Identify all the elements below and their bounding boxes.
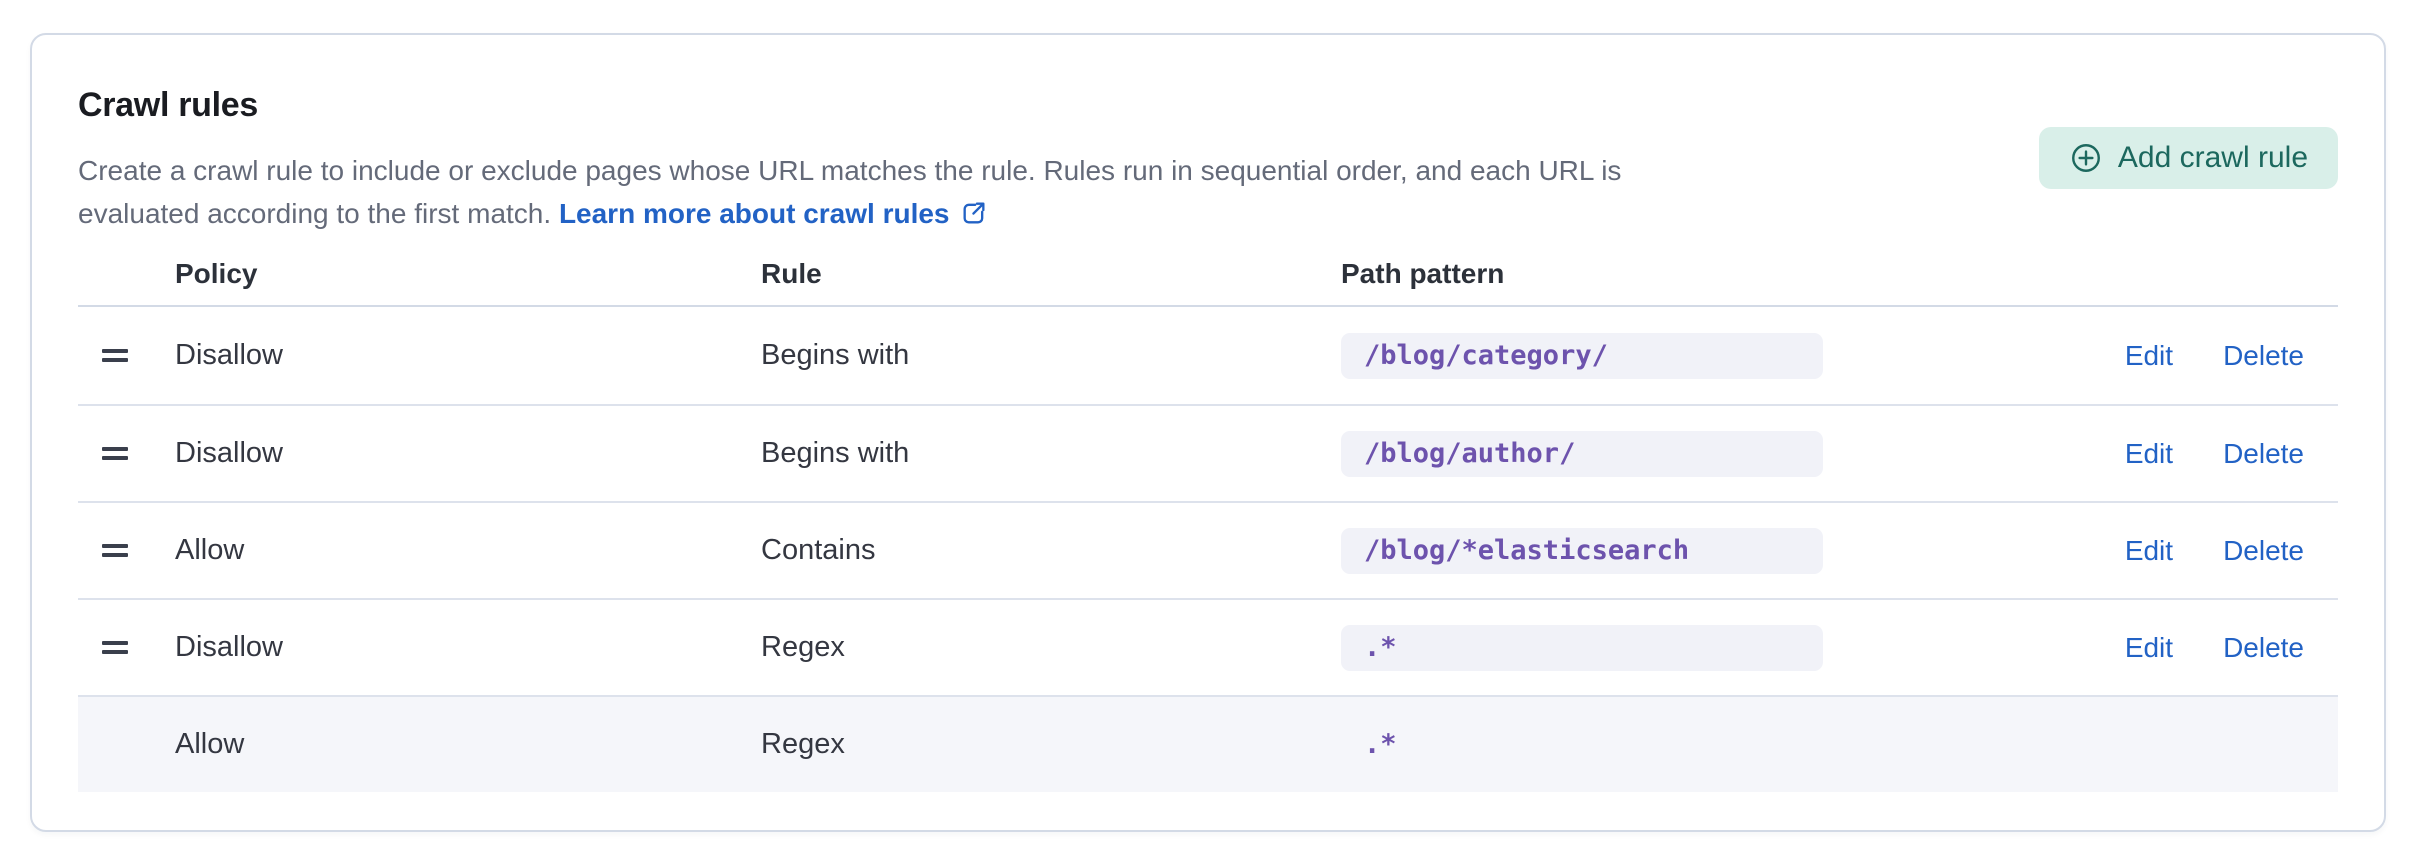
drag-handle-cell: [78, 544, 175, 557]
header-rule: Rule: [761, 258, 1341, 290]
page-title: Crawl rules: [78, 83, 2338, 127]
add-crawl-rule-label: Add crawl rule: [2118, 141, 2308, 175]
description-line-2: evaluated according to the first match.: [78, 198, 551, 229]
learn-more-label: Learn more about crawl rules: [559, 198, 950, 229]
path-pattern-value: .*: [1341, 722, 1823, 768]
policy-cell: Disallow: [175, 339, 761, 372]
rule-cell: Contains: [761, 534, 1341, 567]
rule-cell: Begins with: [761, 339, 1341, 372]
drag-handle-icon[interactable]: [102, 447, 128, 460]
path-pattern-cell: /blog/*elasticsearch: [1341, 528, 2098, 574]
panel-header: Crawl rules Create a crawl rule to inclu…: [78, 83, 2338, 239]
table-row: Disallow Begins with /blog/category/ Edi…: [78, 307, 2338, 404]
table-body: Disallow Begins with /blog/category/ Edi…: [78, 307, 2338, 792]
edit-link[interactable]: Edit: [2125, 632, 2173, 664]
rule-cell: Regex: [761, 728, 1341, 761]
learn-more-link[interactable]: Learn more about crawl rules: [559, 198, 988, 229]
crawl-rules-table: Policy Rule Path pattern Disallow Begins…: [78, 240, 2338, 792]
actions-cell: Edit Delete: [2098, 632, 2338, 664]
rule-cell: Begins with: [761, 437, 1341, 470]
path-pattern-cell: .*: [1341, 625, 2098, 671]
table-row: Allow Regex .*: [78, 695, 2338, 792]
path-pattern-value: /blog/category/: [1341, 333, 1823, 379]
delete-link[interactable]: Delete: [2223, 632, 2304, 664]
table-row: Disallow Regex .* Edit Delete: [78, 598, 2338, 695]
policy-cell: Disallow: [175, 437, 761, 470]
edit-link[interactable]: Edit: [2125, 340, 2173, 372]
path-pattern-cell: .*: [1341, 722, 2098, 768]
table-header-row: Policy Rule Path pattern: [78, 240, 2338, 307]
path-pattern-cell: /blog/author/: [1341, 431, 2098, 477]
drag-handle-cell: [78, 641, 175, 654]
drag-handle-icon[interactable]: [102, 349, 128, 362]
edit-link[interactable]: Edit: [2125, 438, 2173, 470]
drag-handle-icon[interactable]: [102, 544, 128, 557]
policy-cell: Allow: [175, 534, 761, 567]
plus-circle-icon: [2069, 141, 2103, 175]
actions-cell: Edit Delete: [2098, 535, 2338, 567]
panel-description: Create a crawl rule to include or exclud…: [78, 149, 1798, 239]
path-pattern-cell: /blog/category/: [1341, 333, 2098, 379]
drag-handle-cell: [78, 349, 175, 362]
header-policy: Policy: [175, 258, 761, 290]
policy-cell: Allow: [175, 728, 761, 761]
delete-link[interactable]: Delete: [2223, 438, 2304, 470]
delete-link[interactable]: Delete: [2223, 340, 2304, 372]
delete-link[interactable]: Delete: [2223, 535, 2304, 567]
description-line-1: Create a crawl rule to include or exclud…: [78, 155, 1621, 186]
drag-handle-icon[interactable]: [102, 641, 128, 654]
drag-handle-cell: [78, 447, 175, 460]
add-crawl-rule-button[interactable]: Add crawl rule: [2039, 127, 2338, 189]
policy-cell: Disallow: [175, 631, 761, 664]
edit-link[interactable]: Edit: [2125, 535, 2173, 567]
crawl-rules-panel: Crawl rules Create a crawl rule to inclu…: [30, 33, 2386, 832]
path-pattern-value: /blog/author/: [1341, 431, 1823, 477]
path-pattern-value: .*: [1341, 625, 1823, 671]
actions-cell: Edit Delete: [2098, 438, 2338, 470]
path-pattern-value: /blog/*elasticsearch: [1341, 528, 1823, 574]
table-row: Disallow Begins with /blog/author/ Edit …: [78, 404, 2338, 501]
external-link-icon: [960, 196, 988, 239]
header-path-pattern: Path pattern: [1341, 258, 2098, 290]
actions-cell: Edit Delete: [2098, 340, 2338, 372]
table-row: Allow Contains /blog/*elasticsearch Edit…: [78, 501, 2338, 598]
rule-cell: Regex: [761, 631, 1341, 664]
